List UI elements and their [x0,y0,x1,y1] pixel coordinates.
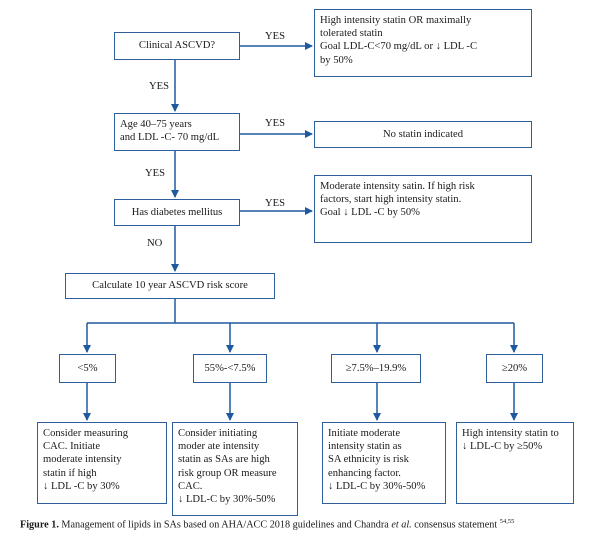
caption-text-1: Management of lipids in SAs based on AHA… [58,519,392,531]
node-high-intensity-statin-text: High intensity statin OR maximally toler… [320,15,478,66]
node-risk-5-75-text: 55%-<7.5% [204,362,256,374]
node-risk-score: Calculate 10 year ASCVD risk score [65,273,275,299]
node-no-statin-text: No statin indicated [382,128,464,140]
caption-italic: et al. [391,519,412,531]
node-age-ldl-text: Age 40–75 years and LDL -C- 70 mg/dL [120,119,220,144]
node-risk-lt5-text: <5% [77,362,98,374]
node-action-75-199-text: Initiate moderate intensity statin as SA… [328,428,426,492]
node-moderate-diabetes: Moderate intensity satin. If high risk f… [314,175,532,243]
figure-label: Figure 1. [20,519,59,531]
node-risk-lt5: <5% [59,354,116,383]
node-risk-ge20: ≥20% [486,354,543,383]
node-action-5-75-text: Consider initiating moder ate intensity … [178,428,277,506]
node-action-ge20-text: High intensity statin to ↓ LDL-C by ≥50% [462,428,559,453]
node-risk-75-199: ≥7.5%–19.9% [331,354,421,383]
node-action-75-199: Initiate moderate intensity statin as SA… [322,422,446,504]
node-risk-score-text: Calculate 10 year ASCVD risk score [92,280,248,292]
edge-label-yes-age-down: YES [145,168,166,179]
node-diabetes-text: Has diabetes mellitus [131,206,223,218]
edge-label-no-diabetes-down: NO [147,238,163,249]
node-no-statin: No statin indicated [314,121,532,148]
edge-label-yes-ascvd-down: YES [149,81,170,92]
figure-caption: Figure 1. Management of lipids in SAs ba… [20,518,600,530]
node-diabetes: Has diabetes mellitus [114,199,240,226]
node-age-ldl: Age 40–75 years and LDL -C- 70 mg/dL [114,113,240,151]
node-moderate-diabetes-text: Moderate intensity satin. If high risk f… [320,181,475,219]
node-action-5-75: Consider initiating moder ate intensity … [172,422,298,516]
caption-text-2: consensus statement [411,519,500,531]
node-action-lt5: Consider measuring CAC. Initiate moderat… [37,422,167,504]
node-risk-5-75: 55%-<7.5% [193,354,267,383]
node-risk-ge20-text: ≥20% [501,362,528,374]
node-clinical-ascvd-text: Clinical ASCVD? [138,40,216,52]
edge-label-yes-ascvd-right: YES [265,31,286,42]
node-risk-75-199-text: ≥7.5%–19.9% [345,362,407,374]
caption-refs: 54,55 [499,518,515,525]
node-high-intensity-statin: High intensity statin OR maximally toler… [314,9,532,77]
node-action-lt5-text: Consider measuring CAC. Initiate moderat… [43,428,129,492]
node-action-ge20: High intensity statin to ↓ LDL-C by ≥50% [456,422,574,504]
node-clinical-ascvd: Clinical ASCVD? [114,32,240,60]
edge-label-yes-diabetes-right: YES [265,198,286,209]
edge-label-yes-age-right: YES [265,118,286,129]
